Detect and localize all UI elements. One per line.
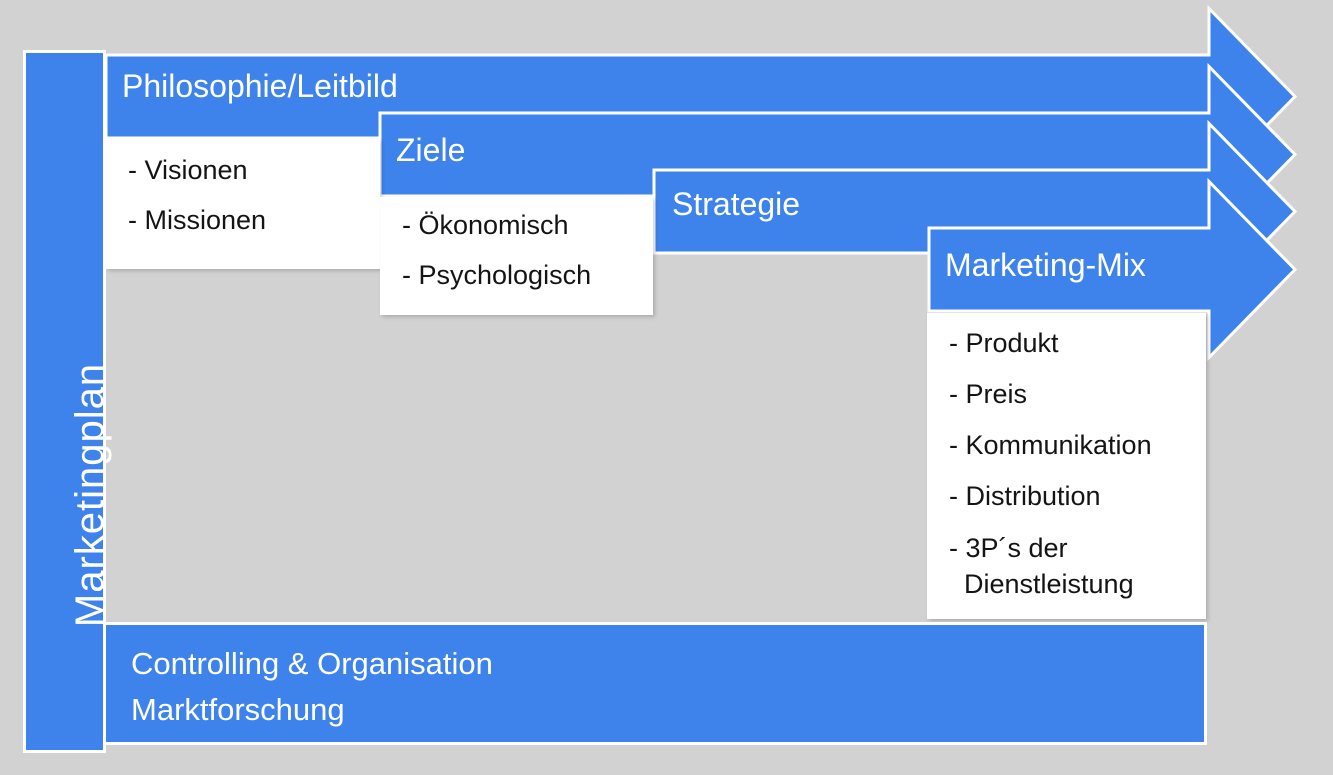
arrow-shape-marketing-mix [927,177,1298,362]
arrow-label-marketing-mix: Marketing-Mix [945,247,1146,283]
bottom-bar-line-1: Controlling & Organisation [131,645,493,681]
list-item-line: Dienstleistung [964,569,1134,599]
arrow-label-strategie: Strategie [672,186,801,222]
philosophie-items-box: - Visionen - Missionen [106,139,380,269]
list-item: - 3P´s der Dienstleistung [927,522,1206,602]
ziele-items-box: - Ökonomisch - Psychologisch [380,197,653,315]
list-item: - Distribution [949,481,1101,511]
list-item: - Kommunikation [949,430,1152,460]
arrow-label-ziele: Ziele [396,132,466,168]
marketing-mix-items-box: - Produkt - Preis - Kommunikation - Dist… [927,313,1206,619]
list-item-line: - 3P´s der [949,533,1068,563]
list-item: - Psychologisch [402,259,592,290]
list-item: - Preis [949,379,1028,409]
list-item: - Visionen [128,154,248,185]
controlling-marktforschung-bar: Controlling & Organisation Marktforschun… [103,622,1207,745]
list-item: - Missionen [128,204,267,235]
list-item: - Produkt [949,328,1059,358]
list-item: - Ökonomisch [402,209,569,240]
marketingplan-label: Marketingplan [68,362,112,628]
bottom-bar-line-2: Marktforschung [131,691,345,727]
arrow-label-philosophie-leitbild: Philosophie/Leitbild [122,68,398,104]
marketingplan-bar: Marketingplan [23,50,112,753]
